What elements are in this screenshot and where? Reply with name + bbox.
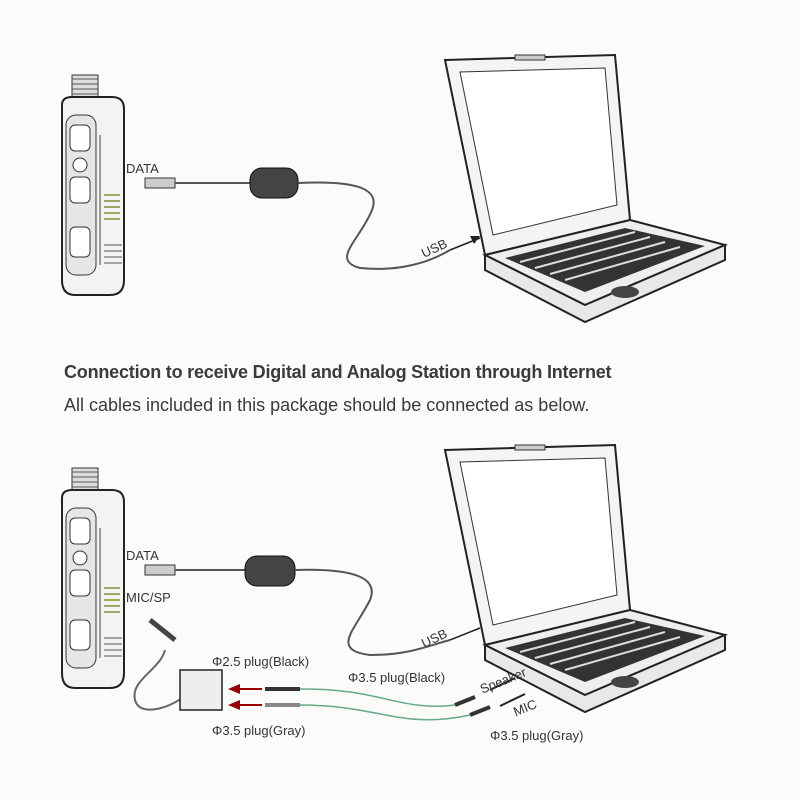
laptop-bottom [444,444,726,713]
plug-35-gray-right-label: Φ3.5 plug(Gray) [490,728,583,743]
usb-label-top: USB [419,236,450,261]
data-label-bottom: DATA [126,548,159,563]
plug-35-gray-left-label: Φ3.5 plug(Gray) [212,723,305,738]
section-subtitle: All cables included in this package shou… [64,395,590,415]
radio-top [61,74,125,296]
laptop-top [444,54,726,323]
plug-25-black-label: Φ2.5 plug(Black) [212,654,309,669]
mic-sp-cable [133,618,526,721]
mic-sp-label: MIC/SP [126,590,171,605]
data-label-top: DATA [126,161,159,176]
data-cable-bottom [144,555,481,657]
section-heading: Connection to receive Digital and Analog… [64,362,612,382]
plug-35-black-label: Φ3.5 plug(Black) [348,670,445,685]
data-cable-top [144,167,481,270]
adapter-box [179,669,223,711]
usb-label-bottom: USB [419,626,450,651]
radio-bottom [61,467,125,689]
